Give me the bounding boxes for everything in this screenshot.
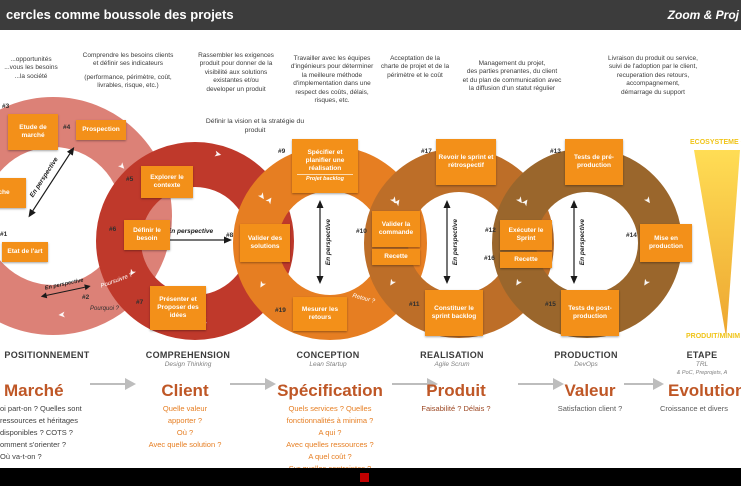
double-arrow-icon: [28, 146, 75, 218]
micro-label: Pourquoi ?: [90, 306, 120, 312]
note-positionnement: ...opportunités...vous les besoins...la …: [4, 56, 58, 80]
step-mise-en-production: Mise en production: [640, 224, 692, 262]
step-executer-le-sprint: Exécuter le Sprint: [500, 220, 552, 250]
note-management: Management du projet,des parties prenant…: [462, 60, 562, 93]
step-valider-la-commande: Valider la commande: [372, 211, 420, 247]
step-tests-post-production: Tests de post-production: [561, 290, 619, 336]
method-design-thinking: Design Thinking: [164, 361, 212, 368]
en-perspective-production: En perspective: [570, 200, 586, 284]
step-presenter-proposer-idees: Présenter et Proposer des idées: [150, 286, 206, 330]
method-trl-extra: & PoC, Preprojets, A: [676, 370, 728, 376]
step-num: #2: [82, 294, 90, 301]
section-arrow-icon: [518, 378, 564, 390]
section-arrow-icon: [230, 378, 276, 390]
trl-wedge: [694, 150, 740, 338]
en-perspective-conception: En perspective: [316, 200, 332, 284]
step-num: #9: [278, 148, 286, 155]
step-num: #3: [2, 103, 10, 110]
section-arrow-icon: [392, 378, 438, 390]
flow-arrow-icon: ➤: [213, 148, 223, 160]
en-perspective-positionnement-2: En perspective: [38, 276, 92, 300]
step-num: #5: [126, 176, 134, 183]
header-right-note: Zoom & Proj: [667, 8, 739, 22]
header-bar: cercles comme boussole des projets Zoom …: [0, 0, 741, 30]
section-title-evolution: Evolution: [668, 381, 741, 400]
step-num: #11: [409, 301, 420, 308]
step-constituer-sprint-backlog: Constituer le sprint backlog: [425, 290, 483, 336]
note-livraison: Livraison du produit ou service,suivi de…: [608, 55, 698, 96]
mvp-label: PRODUIT/MINIM: [686, 333, 741, 340]
step-num: #15: [545, 301, 556, 308]
questions-valeur: Satisfaction client ?: [557, 404, 623, 413]
double-arrow-icon: [443, 200, 451, 284]
step-num: #8: [226, 232, 234, 239]
step-num: #6: [109, 226, 117, 233]
step-recette-1: Recette: [372, 249, 420, 265]
section-title-client: Client: [161, 381, 209, 400]
footer-red-square: [360, 473, 369, 482]
section-arrow-icon: [624, 378, 664, 390]
step-num: #16: [484, 255, 495, 262]
step-explorer-le-contexte: Explorer le contexte: [141, 166, 193, 198]
section-title-specification: Spécification: [277, 381, 383, 400]
phase-realisation: REALISATION: [420, 350, 484, 360]
en-perspective-positionnement: En perspective: [16, 137, 80, 223]
section-title-produit: Produit: [426, 381, 486, 400]
step-recette-2: Recette: [500, 252, 552, 268]
method-trl: TRL: [695, 361, 709, 368]
section-title-valeur: Valeur: [564, 381, 616, 400]
step-definir-le-besoin: Définir le besoin: [124, 220, 170, 250]
questions-evolution: Croissance et divers: [660, 404, 728, 413]
phase-comprehension: COMPREHENSION: [145, 350, 231, 360]
method-lean-startup: Lean Startup: [309, 361, 347, 368]
phase-conception: CONCEPTION: [296, 350, 360, 360]
step-revoir-le-sprint: Revoir le sprint et rétrospectif: [436, 139, 496, 185]
step-num: #14: [626, 232, 637, 239]
section-title-marche: Marché: [4, 381, 64, 400]
double-arrow-icon: [40, 284, 91, 299]
step-prospection: Prospection: [76, 120, 126, 140]
double-arrow-icon: [570, 200, 578, 284]
step-num: #1: [0, 231, 8, 238]
phase-positionnement: POSITIONNEMENT: [4, 350, 90, 360]
step-cut: che: [0, 178, 26, 208]
flow-arrow-icon: ➤: [57, 309, 67, 321]
double-arrow-icon: [316, 200, 324, 284]
section-arrow-icon: [90, 378, 136, 390]
step-mesurer-les-retours: Mesurer les retours: [293, 297, 347, 331]
step-num: #4: [63, 124, 71, 131]
en-perspective-realisation: En perspective: [443, 200, 459, 284]
step-num: #10: [356, 228, 367, 235]
page-title: cercles comme boussole des projets: [6, 7, 234, 22]
method-devops: DevOps: [574, 361, 598, 368]
step-tests-pre-production: Tests de pré-production: [565, 139, 623, 185]
questions-produit: Faisabilité ? Délais ?: [421, 404, 491, 413]
step-num: #7: [136, 299, 144, 306]
ecosysteme-label: ECOSYSTEME C: [690, 139, 741, 146]
step-num: #19: [275, 307, 286, 314]
footer-bar: [0, 468, 741, 486]
phase-production: PRODUCTION: [554, 350, 618, 360]
step-etude-de-marche: Etude de marché: [8, 114, 58, 150]
step-valider-des-solutions: Valider des solutions: [240, 224, 290, 262]
note-vision: Définir la vision et la stratégie du pro…: [205, 118, 305, 134]
step-etat-de-l-art: Etat de l'art: [2, 242, 48, 262]
step-num: #13: [550, 148, 561, 155]
step-num: #17: [421, 148, 432, 155]
method-agile-scrum: Agile Scrum: [434, 361, 470, 368]
micro-label: Déployer ?: [509, 150, 540, 160]
phase-etape: ETAPE: [686, 350, 718, 360]
step-num: #12: [485, 227, 496, 234]
